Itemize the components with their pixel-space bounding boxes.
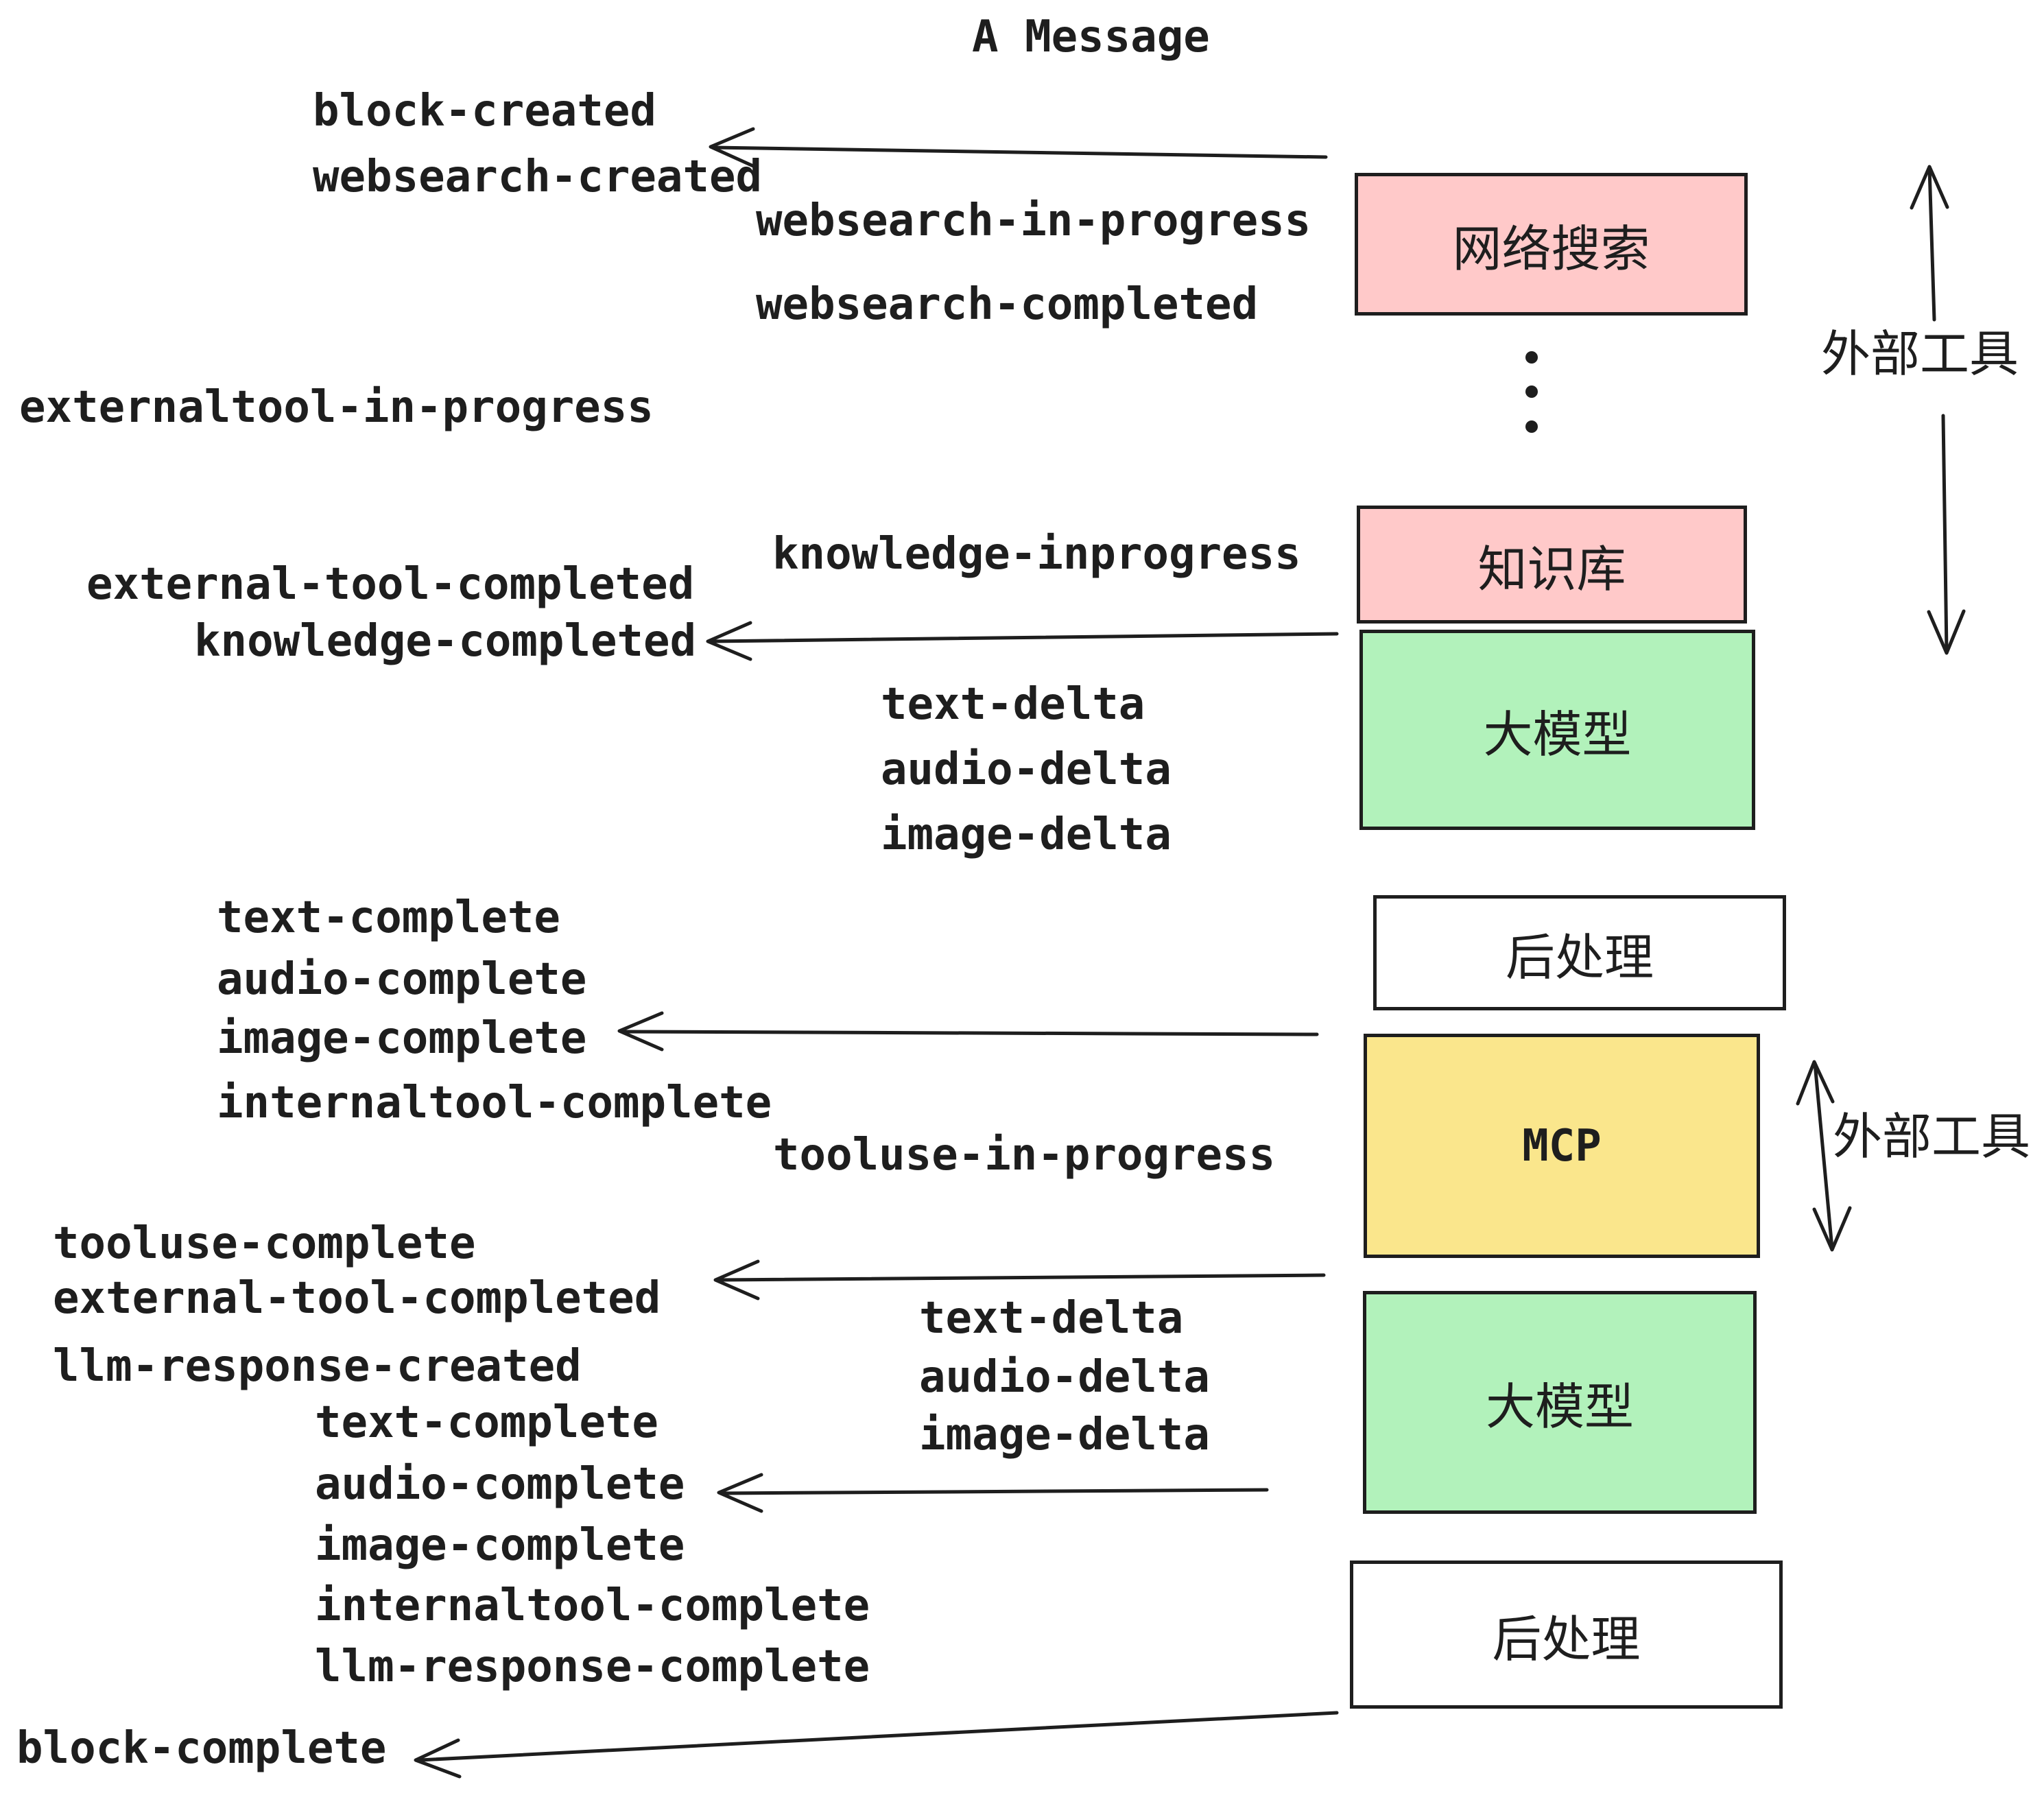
event-label-llm-response-created: llm-response-created [53, 1341, 582, 1392]
event-label-tooluse-in-progress: tooluse-in-progress [773, 1130, 1276, 1180]
box-postprocess-1-label: 后处理 [1505, 930, 1654, 986]
external-tools-label-top: 外部工具 [1821, 327, 2019, 382]
box-llm-2-label: 大模型 [1485, 1380, 1634, 1435]
event-label-image-delta-1: image-delta [881, 809, 1172, 860]
event-label-knowledge-inprogress: knowledge-inprogress [772, 529, 1301, 580]
event-label-external-tool-completed-1: external-tool-completed [86, 559, 695, 610]
arrow-websearch-created [709, 127, 1328, 168]
box-knowledge-label: 知识库 [1477, 542, 1626, 597]
box-postprocess-1: 后处理 [1373, 895, 1786, 1010]
box-websearch: 网络搜索 [1355, 173, 1748, 316]
event-label-image-delta-2: image-delta [919, 1410, 1210, 1460]
event-label-internaltool-complete-2: internaltool-complete [315, 1580, 870, 1631]
box-mcp: MCP [1364, 1034, 1760, 1258]
event-label-image-complete-1: image-complete [217, 1013, 587, 1064]
event-label-block-created: block-created [313, 86, 656, 137]
box-knowledge: 知识库 [1357, 506, 1747, 624]
event-label-text-complete-2: text-complete [315, 1397, 658, 1448]
event-label-audio-complete-1: audio-complete [217, 954, 587, 1005]
arrow-block-complete [414, 1711, 1339, 1779]
box-postprocess-2-label: 后处理 [1492, 1612, 1641, 1667]
event-label-tooluse-complete: tooluse-complete [53, 1218, 476, 1269]
box-llm-1-label: 大模型 [1483, 707, 1632, 763]
event-label-websearch-created: websearch-created [313, 152, 763, 202]
event-label-internaltool-complete-1: internaltool-complete [217, 1078, 772, 1128]
event-label-llm-response-complete: llm-response-complete [315, 1641, 870, 1692]
arrow-final-complete-group [717, 1473, 1269, 1513]
event-label-websearch-in-progress: websearch-in-progress [756, 195, 1311, 246]
event-label-image-complete-2: image-complete [315, 1520, 685, 1571]
event-label-block-complete: block-complete [16, 1723, 387, 1774]
event-label-text-delta-1: text-delta [881, 679, 1145, 730]
box-postprocess-2: 后处理 [1350, 1560, 1783, 1709]
event-label-text-complete-1: text-complete [217, 892, 560, 943]
event-label-websearch-completed: websearch-completed [756, 279, 1259, 330]
arrow-internal-complete-group [617, 1011, 1319, 1052]
event-label-knowledge-completed: knowledge-completed [194, 616, 697, 667]
arrow-knowledge-completed [706, 621, 1339, 661]
box-llm-2: 大模型 [1363, 1291, 1757, 1514]
box-websearch-label: 网络搜索 [1452, 222, 1650, 277]
vertical-ellipsis [1525, 351, 1538, 433]
event-label-audio-delta-1: audio-delta [881, 744, 1172, 795]
box-mcp-label: MCP [1522, 1120, 1602, 1172]
event-label-text-delta-2: text-delta [919, 1293, 1184, 1344]
event-label-audio-delta-2: audio-delta [919, 1352, 1210, 1403]
event-label-audio-complete-2: audio-complete [315, 1459, 685, 1510]
event-label-externaltool-in-progress: externaltool-in-progress [19, 382, 654, 433]
event-label-external-tool-completed-2: external-tool-completed [53, 1273, 661, 1324]
external-tools-label-mid: 外部工具 [1833, 1110, 2031, 1165]
page-title: A Message [972, 12, 1210, 62]
vertical-double-arrow-external-tools-top [1910, 165, 1966, 655]
box-llm-1: 大模型 [1359, 630, 1755, 830]
